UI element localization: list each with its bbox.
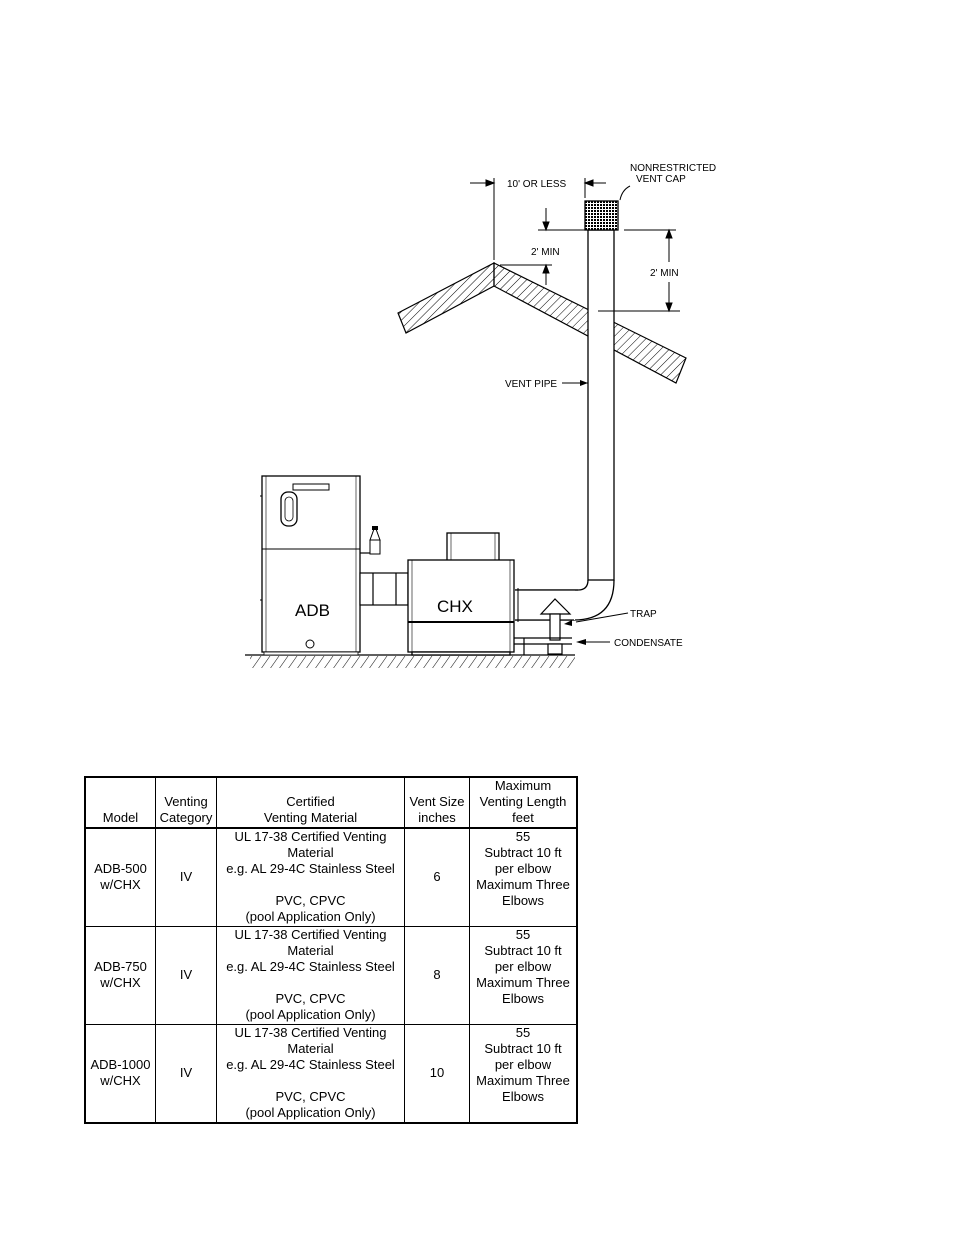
condensate-label: CONDENSATE xyxy=(614,638,683,649)
horizontal-distance-label: 10' OR LESS xyxy=(507,179,566,190)
cell-size: 6 xyxy=(404,827,470,927)
table-row: ADB-500 w/CHX IV UL 17-38 Certified Vent… xyxy=(84,827,578,927)
ridge-min-label: 2' MIN xyxy=(531,247,560,258)
cell-category: IV xyxy=(155,925,217,1025)
vent-cap-label-2: VENT CAP xyxy=(636,174,686,185)
cell-material: UL 17-38 Certified Venting Material e.g.… xyxy=(216,827,405,927)
vent-pipe xyxy=(515,229,615,622)
dimension-roof xyxy=(598,228,680,313)
venting-table: Model Venting Category Certified Venting… xyxy=(84,776,578,1124)
cell-category: IV xyxy=(155,827,217,927)
header-material: Certified Venting Material xyxy=(216,776,405,829)
cell-length: 55 Subtract 10 ft per elbow Maximum Thre… xyxy=(469,925,578,1025)
chx-label: CHX xyxy=(437,597,473,616)
chx-unit xyxy=(407,532,515,656)
cell-size: 8 xyxy=(404,925,470,1025)
vent-cap xyxy=(584,200,619,231)
cell-category: IV xyxy=(155,1023,217,1124)
vent-pipe-label: VENT PIPE xyxy=(505,379,557,390)
cell-length: 55 Subtract 10 ft per elbow Maximum Thre… xyxy=(469,827,578,927)
header-model: Model xyxy=(84,776,156,829)
dimension-horizontal xyxy=(470,178,606,260)
table-header-row: Model Venting Category Certified Venting… xyxy=(84,776,578,829)
cell-model: ADB-500 w/CHX xyxy=(84,827,156,927)
trap-label: TRAP xyxy=(630,609,657,620)
ground xyxy=(245,654,575,668)
adb-boiler xyxy=(260,475,361,656)
header-category: Venting Category xyxy=(155,776,217,829)
cell-material: UL 17-38 Certified Venting Material e.g.… xyxy=(216,1023,405,1124)
trap xyxy=(514,598,572,655)
adb-label: ADB xyxy=(295,601,330,620)
cell-model: ADB-750 w/CHX xyxy=(84,925,156,1025)
connector-pipe xyxy=(359,572,409,606)
cell-model: ADB-1000 w/CHX xyxy=(84,1023,156,1124)
header-size: Vent Size inches xyxy=(404,776,470,829)
vent-cap-label-1: NONRESTRICTED xyxy=(630,163,716,174)
cell-length: 55 Subtract 10 ft per elbow Maximum Thre… xyxy=(469,1023,578,1124)
table-row: ADB-750 w/CHX IV UL 17-38 Certified Vent… xyxy=(84,925,578,1025)
roof xyxy=(397,262,687,384)
vent-cap-leader xyxy=(619,185,631,201)
table-row: ADB-1000 w/CHX IV UL 17-38 Certified Ven… xyxy=(84,1023,578,1124)
roof-min-label: 2' MIN xyxy=(650,268,679,279)
relief-valve-icon xyxy=(360,526,381,555)
dimension-ridge xyxy=(500,208,585,285)
header-length: Maximum Venting Length feet xyxy=(469,776,578,829)
venting-diagram: 10' OR LESS NONRESTRICTED VENT CAP 2' MI… xyxy=(245,163,716,668)
cell-material: UL 17-38 Certified Venting Material e.g.… xyxy=(216,925,405,1025)
cell-size: 10 xyxy=(404,1023,470,1124)
